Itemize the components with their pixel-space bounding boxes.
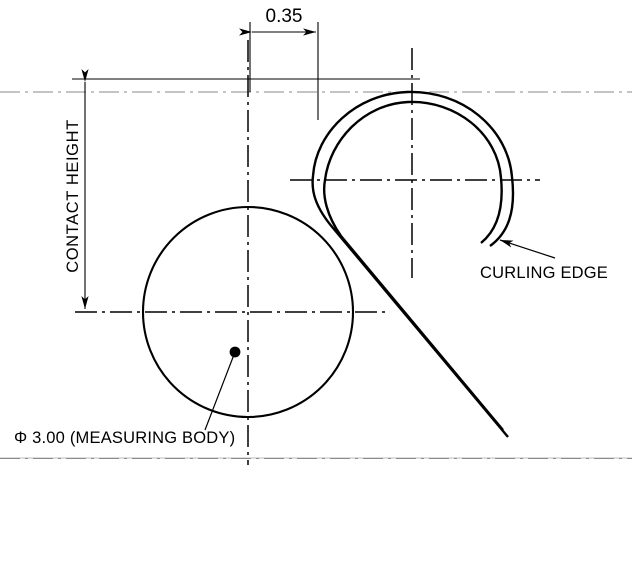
extension-lines bbox=[72, 22, 420, 120]
object-centerlines bbox=[75, 40, 540, 465]
curling-edge-geometry bbox=[311, 90, 515, 438]
measuring-body-label: Φ 3.00 (MEASURING BODY) bbox=[14, 429, 235, 447]
contact-height-label: CONTACT HEIGHT bbox=[64, 119, 82, 273]
measuring-body-leader bbox=[204, 346, 241, 431]
dim-035-label: 0.35 bbox=[266, 6, 303, 27]
curl-outer-wall bbox=[311, 90, 515, 438]
curling-edge-label: CURLING EDGE bbox=[480, 264, 608, 282]
curling-edge-leader-line bbox=[499, 239, 556, 259]
reference-centerlines bbox=[0, 91, 632, 459]
curl-inner-wall bbox=[323, 100, 504, 431]
measuring-body-leader-line bbox=[204, 351, 236, 431]
measuring-body-leader-dot bbox=[229, 346, 241, 358]
curling-edge-leader bbox=[499, 239, 556, 259]
